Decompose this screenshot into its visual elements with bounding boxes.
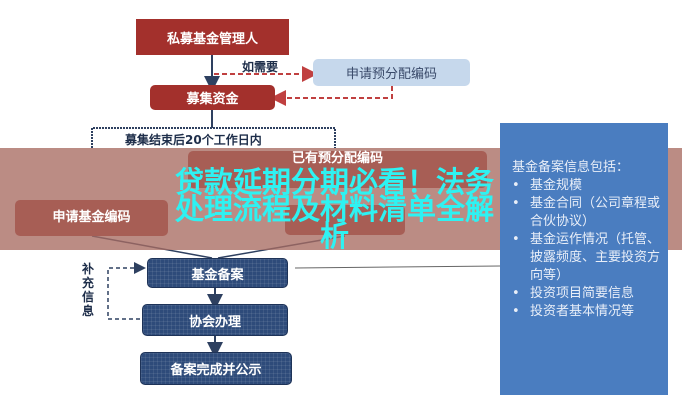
- apply-precode-box: 申请预分配编码: [313, 59, 470, 86]
- overlay-title: 贷款延期分期必看！法务处理流程及材料清单全解析: [174, 165, 494, 253]
- has-precode-label: 已有预分配编码: [291, 151, 383, 166]
- panel-item: 基金运作情况（托管、披露频度、主要投资方向等）: [512, 231, 660, 285]
- association-box: 协会办理: [142, 304, 288, 336]
- panel-item: 投资者基本情况等: [512, 303, 660, 321]
- filing-info-panel: 基金备案信息包括： 基金规模 基金合同（公司章程或合伙协议） 基金运作情况（托管…: [500, 123, 668, 395]
- within-days-label: 募集结束后20个工作日内: [125, 133, 262, 147]
- panel-item: 基金合同（公司章程或合伙协议）: [512, 195, 660, 231]
- apply-fund-code-label: 申请基金编码: [52, 210, 131, 225]
- panel-item: 基金规模: [512, 177, 660, 195]
- if-needed-label: 如需要: [242, 60, 279, 74]
- fund-manager-box: 私募基金管理人: [136, 19, 289, 55]
- filing-complete-box: 备案完成并公示: [140, 352, 292, 385]
- raise-funds-box: 募集资金: [150, 85, 275, 110]
- supplement-info-label: 补充信息: [82, 262, 95, 318]
- panel-item: 投资项目简要信息: [512, 285, 660, 303]
- fund-filing-box: 基金备案: [147, 258, 288, 288]
- panel-heading: 基金备案信息包括：: [512, 160, 630, 175]
